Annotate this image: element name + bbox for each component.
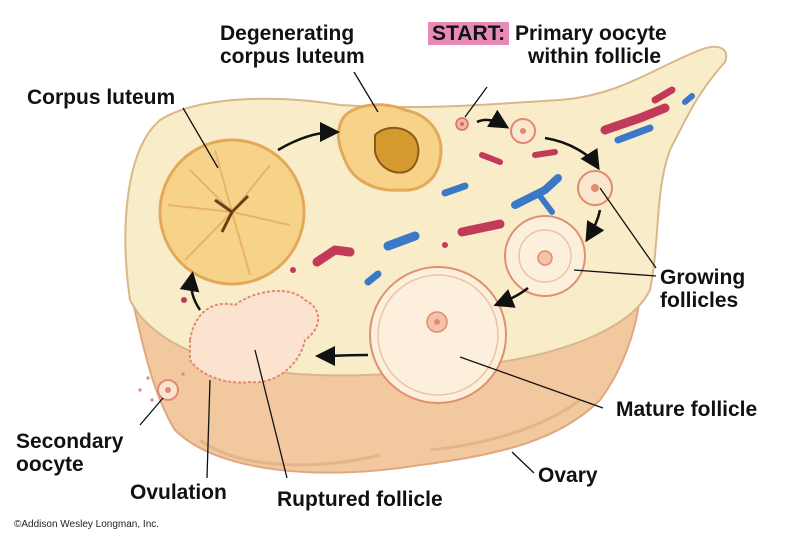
label-growing-follicles: Growing follicles	[660, 266, 746, 312]
label-ruptured-follicle: Ruptured follicle	[277, 488, 443, 511]
cycle-arrows	[179, 109, 605, 366]
ruptured-follicle	[189, 289, 320, 384]
label-secondary-oocyte: Secondary oocyte	[16, 430, 124, 476]
mature-follicle	[369, 266, 507, 404]
label-mature-follicle: Mature follicle	[616, 398, 758, 421]
growing-follicles	[504, 118, 613, 297]
label-ovulation: Ovulation	[130, 481, 227, 504]
label-degenerating-corpus-luteum: Degenerating corpus luteum	[220, 22, 365, 68]
secondary-oocyte	[138, 372, 185, 402]
label-corpus-luteum: Corpus luteum	[27, 86, 176, 109]
label-primary-oocyte: START: Primary oocyte within follicle	[428, 22, 667, 68]
degenerating-corpus-luteum	[336, 103, 443, 192]
label-ovary: Ovary	[538, 464, 598, 487]
leader-lines	[139, 71, 657, 479]
blood-vessels	[181, 86, 695, 303]
start-highlight: START:	[428, 22, 510, 45]
copyright-notice: ©Addison Wesley Longman, Inc.	[14, 519, 160, 530]
corpus-luteum	[158, 138, 306, 286]
primary-oocyte	[455, 117, 469, 131]
